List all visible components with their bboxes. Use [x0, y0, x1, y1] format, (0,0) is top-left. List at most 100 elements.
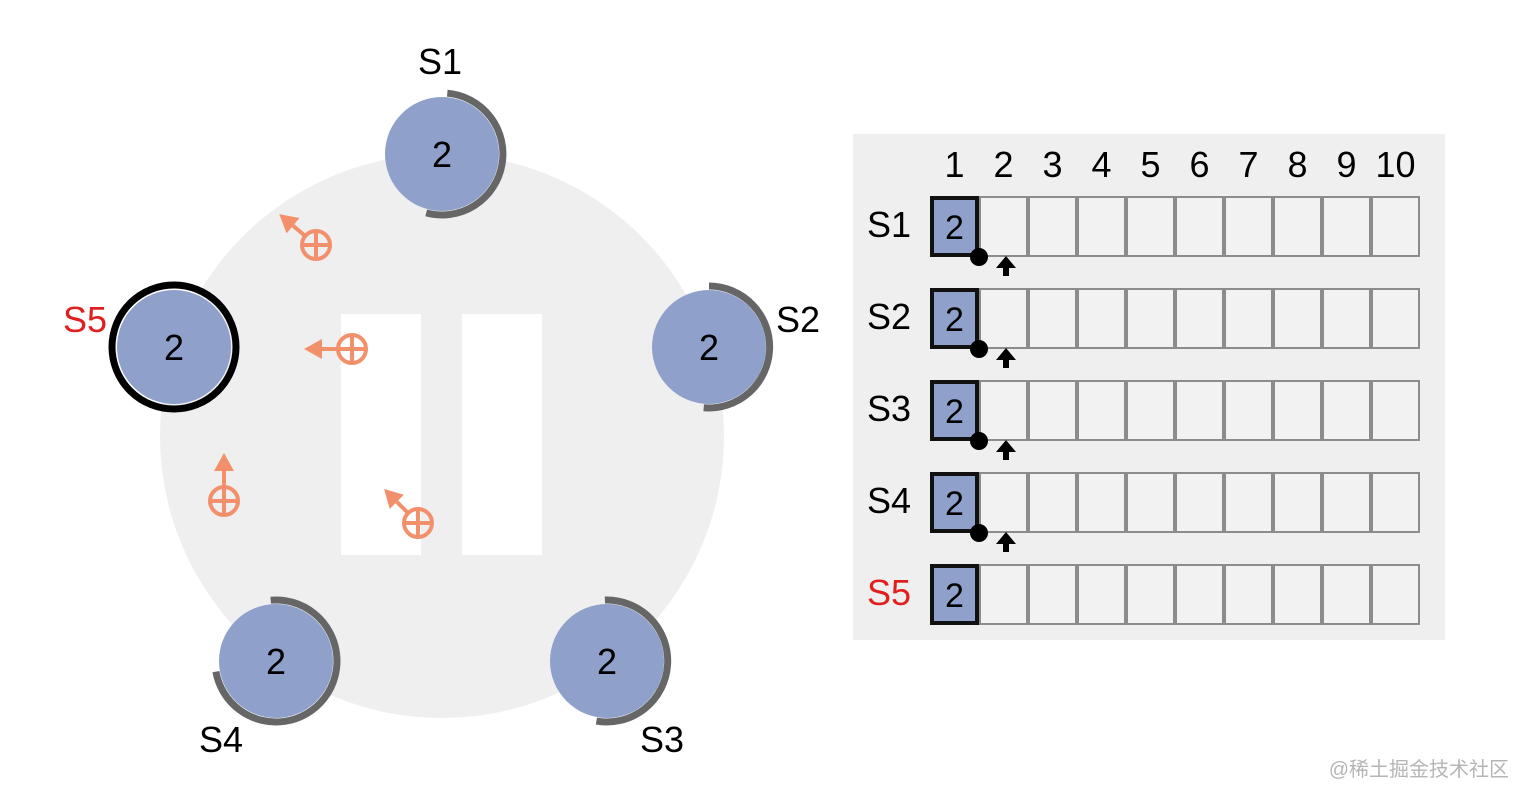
server-label: S3 — [640, 719, 684, 760]
log-row-label: S3 — [866, 388, 912, 429]
election-timer-arc — [703, 282, 774, 412]
log-slot — [1224, 472, 1273, 533]
log-slot — [1224, 380, 1273, 441]
log-slot — [1028, 196, 1077, 257]
log-slot — [1126, 196, 1175, 257]
server-node-circle — [219, 604, 333, 718]
log-slot — [1371, 472, 1420, 533]
log-entry: 2 — [930, 472, 979, 533]
server-label: S2 — [776, 299, 820, 340]
server-label: S1 — [418, 41, 462, 82]
log-slot — [1077, 472, 1126, 533]
log-slot — [1273, 472, 1322, 533]
server-node-s4: 2S4 — [199, 596, 341, 760]
log-slot — [1224, 564, 1273, 625]
log-index-header: 9 — [1336, 144, 1357, 185]
commit-dot-icon — [970, 248, 988, 266]
log-slot — [1175, 288, 1224, 349]
log-row-label: S1 — [866, 204, 912, 245]
log-slot — [1028, 564, 1077, 625]
log-row-label: S2 — [866, 296, 912, 337]
cluster-background — [160, 154, 724, 718]
log-slot — [979, 380, 1028, 441]
log-index-header: 2 — [993, 144, 1014, 185]
server-node-circle — [117, 290, 231, 404]
log-slot — [1126, 472, 1175, 533]
log-slot — [1224, 196, 1273, 257]
log-slot — [1273, 380, 1322, 441]
log-slot — [1175, 196, 1224, 257]
heartbeat-message-icon — [208, 453, 240, 517]
log-index-header: 7 — [1238, 144, 1259, 185]
log-slot — [1175, 380, 1224, 441]
log-slot — [1371, 564, 1420, 625]
log-slot — [1077, 288, 1126, 349]
log-slot — [1273, 564, 1322, 625]
log-slot — [1028, 380, 1077, 441]
log-index-header: 8 — [1287, 144, 1308, 185]
log-slot — [979, 472, 1028, 533]
log-slot — [1028, 288, 1077, 349]
commit-dot-icon — [970, 432, 988, 450]
heartbeat-message-icon — [384, 489, 434, 539]
log-slot — [1077, 196, 1126, 257]
log-slot — [1371, 380, 1420, 441]
log-slot — [1175, 564, 1224, 625]
log-slot — [1126, 564, 1175, 625]
server-term: 2 — [266, 641, 286, 682]
server-label: S5 — [63, 299, 107, 340]
heartbeat-message-icon — [279, 214, 332, 261]
election-timer-arc — [425, 89, 507, 219]
log-slot — [979, 564, 1028, 625]
server-term: 2 — [432, 134, 452, 175]
next-index-arrow-icon — [995, 531, 1017, 553]
server-node-s2: 2 S2 — [652, 282, 820, 412]
log-index-header: 5 — [1140, 144, 1161, 185]
watermark: @稀土掘金技术社区 — [1328, 759, 1509, 781]
heartbeat-message-icon — [304, 333, 368, 365]
log-slot — [1175, 472, 1224, 533]
next-index-arrow-icon — [995, 439, 1017, 461]
server-node-s3: 2S3 — [550, 596, 684, 760]
leader-ring — [108, 281, 240, 413]
server-node-s5: 2 S5 — [63, 281, 240, 413]
election-timer-arc — [212, 596, 341, 726]
log-slot — [1126, 288, 1175, 349]
log-entry: 2 — [930, 380, 979, 441]
log-slot — [979, 196, 1028, 257]
commit-dot-icon — [970, 340, 988, 358]
log-slot — [1273, 196, 1322, 257]
log-index-header: 1 — [944, 144, 965, 185]
server-term: 2 — [597, 641, 617, 682]
log-slot — [1322, 196, 1371, 257]
log-entry: 2 — [930, 288, 979, 349]
log-slot — [1028, 472, 1077, 533]
log-index-header: 6 — [1189, 144, 1210, 185]
log-entry: 2 — [930, 564, 979, 625]
server-node-s1: 2 S1 — [385, 41, 507, 219]
server-term: 2 — [164, 327, 184, 368]
server-term: 2 — [699, 327, 719, 368]
log-slot — [979, 288, 1028, 349]
log-slot — [1322, 380, 1371, 441]
log-entry: 2 — [930, 196, 979, 257]
next-index-arrow-icon — [995, 347, 1017, 369]
log-slot — [1322, 288, 1371, 349]
server-node-circle — [385, 97, 499, 211]
log-row-label: S4 — [866, 480, 912, 521]
heartbeat-messages — [208, 214, 434, 539]
server-node-circle — [550, 604, 664, 718]
log-slot — [1322, 564, 1371, 625]
log-row-label: S5 — [866, 572, 912, 613]
log-slot — [1077, 564, 1126, 625]
log-slot — [1126, 380, 1175, 441]
next-index-arrow-icon — [995, 255, 1017, 277]
log-slot — [1322, 472, 1371, 533]
log-slot — [1273, 288, 1322, 349]
log-slot — [1371, 288, 1420, 349]
log-index-header: 3 — [1042, 144, 1063, 185]
log-index-header: 10 — [1375, 144, 1416, 185]
server-node-circle — [652, 290, 766, 404]
